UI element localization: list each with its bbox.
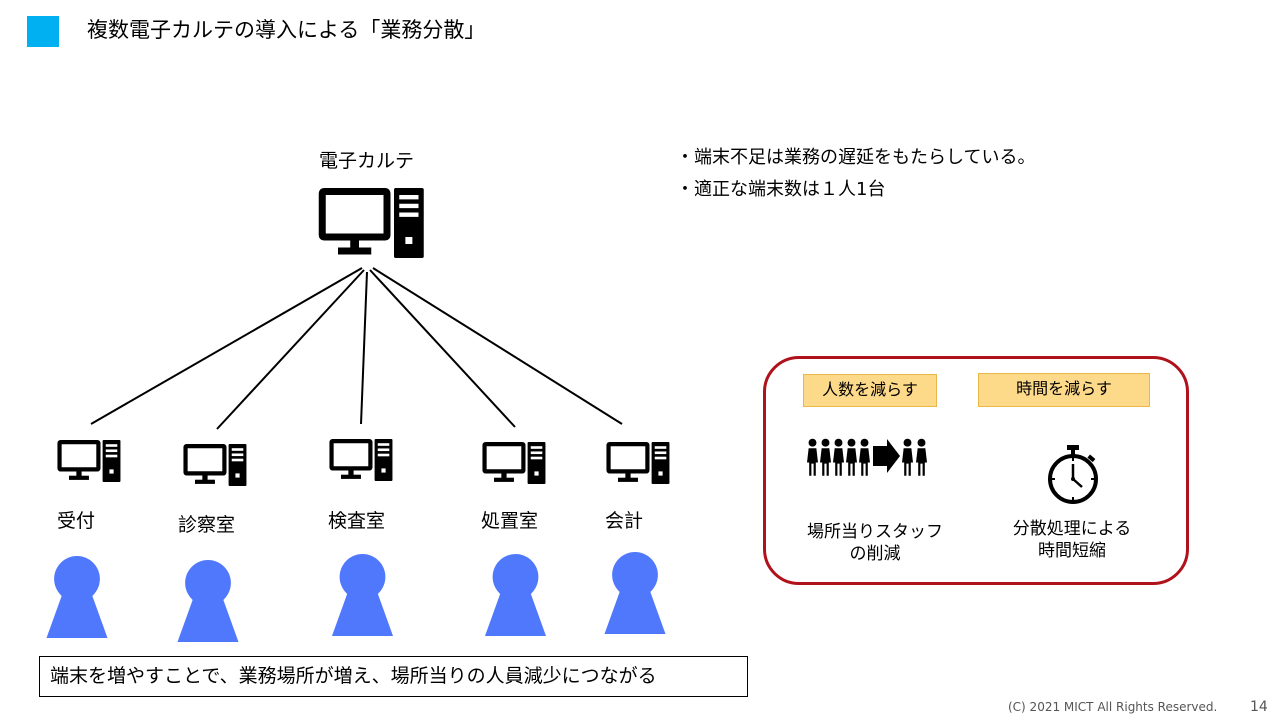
terminal-label: 会計 bbox=[605, 510, 644, 532]
terminal-label: 処置室 bbox=[481, 510, 539, 532]
benefit-box bbox=[763, 356, 1189, 585]
reduce-time-caption: 分散処理による 時間短縮 bbox=[1012, 519, 1132, 561]
summary-note: 端末を増やすことで、業務場所が増え、場所当りの人員減少につながる bbox=[39, 656, 748, 697]
reduce-people-tag: 人数を減らす bbox=[803, 374, 937, 407]
terminal-label: 診察室 bbox=[178, 514, 236, 536]
slide-title: 複数電子カルテの導入による「業務分散」 bbox=[87, 18, 486, 42]
copyright-text: (C) 2021 MICT All Rights Reserved. bbox=[1008, 700, 1218, 714]
line-kensa bbox=[360, 271, 368, 425]
server-label: 電子カルテ bbox=[319, 150, 415, 172]
line-shochi bbox=[369, 269, 516, 428]
person-icon bbox=[175, 560, 241, 642]
line-shinsatsu bbox=[216, 269, 365, 430]
desktop-computer-icon bbox=[480, 442, 550, 484]
line-kaikei bbox=[372, 267, 623, 425]
desktop-computer-icon bbox=[181, 444, 251, 486]
stopwatch-icon bbox=[1048, 445, 1098, 504]
desktop-computer-icon bbox=[604, 442, 674, 484]
person-icon bbox=[45, 556, 109, 638]
page-number: 14 bbox=[1250, 699, 1268, 715]
line-uketsuke bbox=[90, 267, 363, 425]
bullet-item: ・端末不足は業務の遅延をもたらしている。 bbox=[676, 147, 1036, 168]
person-icon bbox=[602, 552, 668, 634]
people-reduction-icon bbox=[807, 438, 927, 476]
terminal-label: 受付 bbox=[57, 510, 96, 532]
person-icon bbox=[483, 554, 548, 636]
desktop-computer-icon bbox=[327, 439, 397, 481]
reduce-time-tag: 時間を減らす bbox=[978, 373, 1150, 407]
bullet-item: ・適正な端末数は１人1台 bbox=[676, 179, 886, 200]
person-icon bbox=[330, 554, 395, 636]
title-accent-square bbox=[27, 16, 59, 47]
desktop-computer-icon bbox=[316, 188, 430, 258]
terminal-label: 検査室 bbox=[328, 510, 386, 532]
desktop-computer-icon bbox=[54, 440, 126, 482]
reduce-people-caption: 場所当りスタッフ の削減 bbox=[807, 522, 943, 564]
